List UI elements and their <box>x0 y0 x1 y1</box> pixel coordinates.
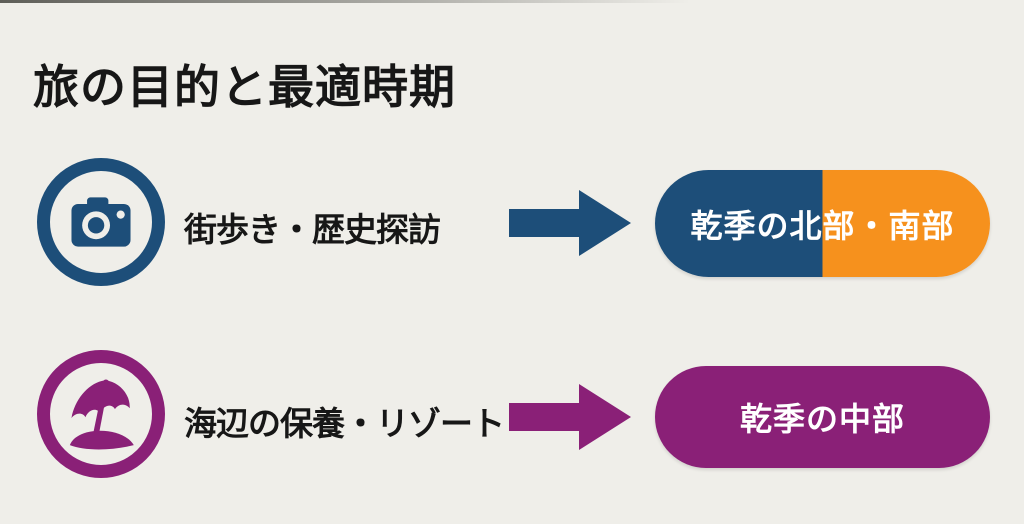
purpose-label-city-history: 街歩き・歴史探訪 <box>184 211 441 248</box>
season-pill-north-south: 乾季の北部・南部 <box>655 170 990 277</box>
beach-umbrella-icon <box>37 350 165 478</box>
top-edge-artifact <box>0 0 690 3</box>
camera-glyph <box>71 197 131 247</box>
right-arrow-icon <box>509 384 631 450</box>
right-arrow-icon <box>509 190 631 256</box>
season-pill-central: 乾季の中部 <box>655 366 990 468</box>
page-title: 旅の目的と最適時期 <box>33 60 456 113</box>
camera-icon <box>37 158 165 286</box>
purpose-label-beach-resort: 海辺の保養・リゾート <box>184 405 505 442</box>
season-pill-label: 乾季の中部 <box>739 401 905 437</box>
season-pill-label: 乾季の北部・南部 <box>690 207 955 244</box>
beach-umbrella-glyph <box>69 379 134 450</box>
